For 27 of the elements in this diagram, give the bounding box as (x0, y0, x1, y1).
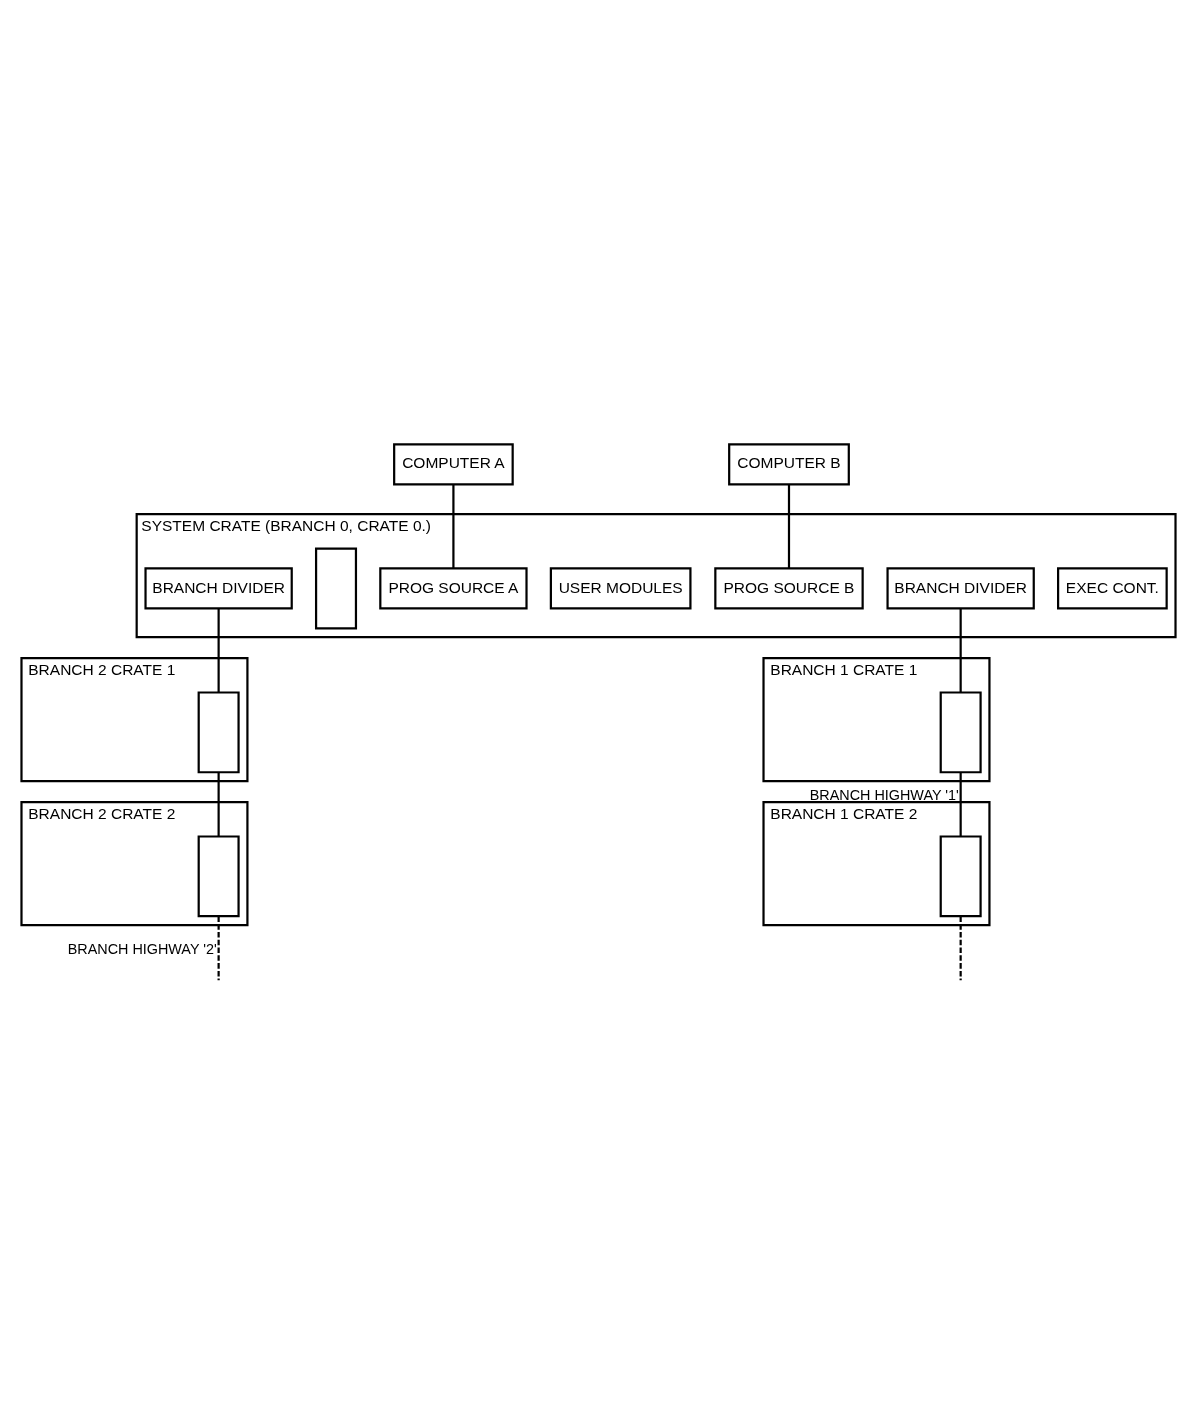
node-box: PROG SOURCE A (379, 567, 528, 610)
connector (452, 484, 455, 569)
cluster: BRANCH 2 CRATE 2 (20, 801, 249, 927)
node-box (314, 547, 358, 630)
connector (959, 916, 962, 981)
cluster: BRANCH 2 CRATE 1 (20, 657, 249, 783)
node-box: USER MODULES (549, 567, 692, 610)
node-box: COMPUTER B (728, 443, 850, 486)
node-box (197, 691, 240, 774)
connector (217, 916, 220, 981)
edge-label: BRANCH HIGHWAY '1' (809, 787, 959, 804)
node-box: COMPUTER A (393, 443, 514, 486)
connector (217, 772, 220, 837)
connector (959, 772, 962, 837)
node-box (939, 691, 982, 774)
node-box: BRANCH DIVIDER (144, 567, 293, 610)
edge-label: BRANCH HIGHWAY '2' (67, 941, 217, 958)
node-box: PROG SOURCE B (714, 567, 864, 610)
node-box: BRANCH DIVIDER (886, 567, 1035, 610)
cluster: BRANCH 1 CRATE 2 (762, 801, 991, 927)
connector (959, 608, 962, 693)
node-box (939, 835, 982, 918)
cluster: BRANCH 1 CRATE 1 (762, 657, 991, 783)
connector (217, 608, 220, 693)
node-box: EXEC CONT. (1057, 567, 1168, 610)
node-box (197, 835, 240, 918)
connector (787, 484, 791, 569)
